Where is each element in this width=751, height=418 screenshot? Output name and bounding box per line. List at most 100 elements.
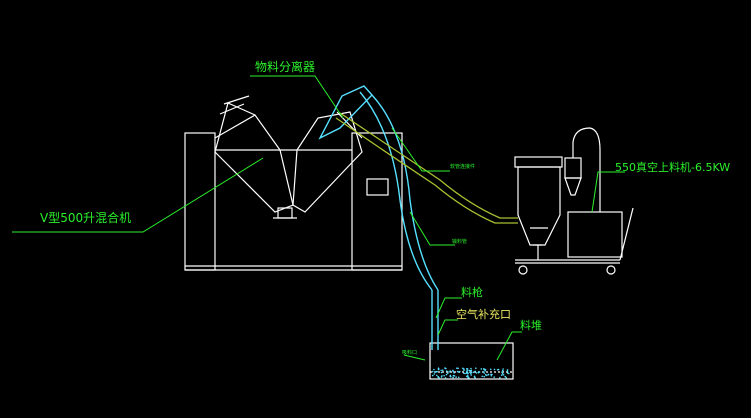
material-dot [440,376,443,378]
label-small-c: 吸料口 [402,349,417,356]
label-mixer: V型500升混合机 [40,210,131,225]
material-dot [452,370,455,373]
material-dot [474,370,477,373]
material-dot [490,375,493,377]
material-dot [464,372,466,375]
material-dot [452,369,454,372]
v-mixer [184,95,403,271]
material-dot [505,376,508,379]
material-dot [483,375,486,378]
material-dot [485,374,488,377]
material-dot [462,367,464,370]
material-dot [502,369,504,372]
material-dot [447,372,449,375]
material-dot [469,372,472,375]
material-dot [449,374,452,377]
material-dot [458,371,461,374]
material-dot [483,372,486,374]
material-dot [466,368,468,370]
material-dot [440,369,442,372]
material-dot [452,374,455,377]
material-dot [466,369,469,372]
material-dot [436,374,438,377]
material-dot [481,375,484,378]
material-dot [474,377,476,379]
material-dot [493,368,496,371]
material-dot [501,372,504,375]
separator [318,85,373,140]
material-dot [433,373,436,375]
label-feed-gun: 料枪 [461,285,483,299]
material-dot [467,372,469,375]
control-panel [366,178,389,196]
material-dot [507,372,509,374]
leader-lines [12,75,625,361]
label-separator: 物料分离器 [255,59,315,74]
material-dot [506,369,509,371]
material-dot [504,375,507,378]
material-dot [501,371,503,374]
material-dot [500,374,503,377]
olive-pipe [335,112,518,224]
material-dot [487,373,490,376]
material-dot [502,368,504,370]
material-dot [475,372,478,374]
material-dot [455,376,457,378]
label-small-b: 输料管 [452,238,467,245]
material-dot [463,372,465,374]
material-dot [453,372,455,374]
material-dot [482,371,485,373]
material-dot [502,374,505,376]
material-dot [469,369,472,372]
material-dot [457,367,459,370]
material-dot [496,369,499,371]
material-dot [433,368,435,371]
material-dot [443,374,445,377]
material-dot [441,369,444,372]
material-dot [493,376,496,378]
material-dot [456,367,458,370]
material-dot [465,375,468,378]
material-dot [489,368,492,371]
material-dot [456,370,459,373]
material-dot [457,376,460,379]
label-vacuum-loader: 550真空上料机-6.5KW [615,160,730,174]
material-dot [475,367,477,370]
material-dot [445,370,448,372]
label-air-inlet: 空气补充口 [456,307,511,321]
material-dot [506,370,509,373]
material-dot [431,374,434,377]
material-dot [449,370,452,372]
material-dot [438,377,440,379]
material-dot [448,371,450,373]
material-dot [470,374,473,376]
material-dot [468,377,470,379]
material-dot [445,373,448,376]
cyan-hose [359,91,439,350]
material-dot [466,374,469,377]
label-material-pile: 料堆 [520,318,542,332]
material-dot [499,376,501,379]
material-dot [452,376,454,379]
label-small-a: 软管连接件 [450,163,475,170]
material-dot [434,371,436,373]
material-dot [437,368,440,371]
material-dot [478,371,481,373]
material-dot [435,370,437,373]
material-dot [470,367,472,370]
material-dot [472,371,475,374]
material-dot [431,370,434,373]
material-dot [465,371,468,373]
material-dot [440,371,443,374]
material-dot [484,368,487,371]
vacuum-loader [514,127,634,275]
material-dots [431,367,510,379]
material-dot [437,376,439,378]
material-dot [470,371,473,374]
material-dot [444,377,447,379]
material-dot [483,368,485,371]
material-dot [469,371,471,373]
material-dot [490,373,492,376]
material-dot [480,368,483,370]
